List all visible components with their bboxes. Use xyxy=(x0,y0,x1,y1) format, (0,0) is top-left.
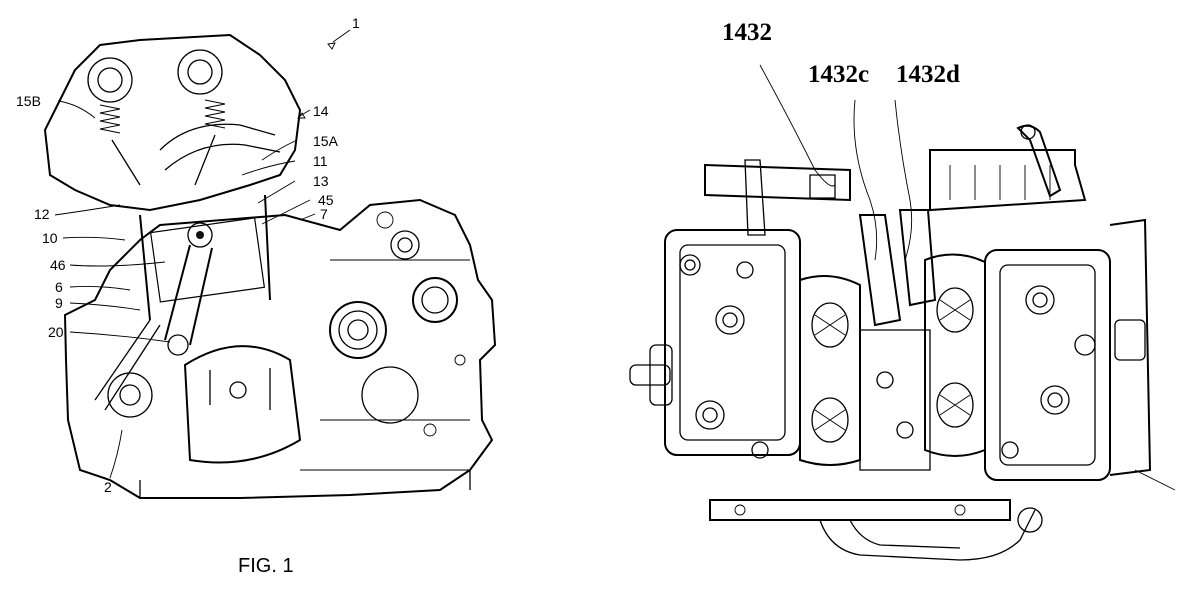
manifold-assembly-drawing xyxy=(629,124,1176,561)
label-2: 2 xyxy=(104,479,112,495)
right-leader-lines xyxy=(759,64,913,261)
ref-numeral-1: 1 xyxy=(352,15,360,31)
label-15b: 15B xyxy=(16,93,41,109)
label-20: 20 xyxy=(48,324,64,340)
label-6: 6 xyxy=(55,279,63,295)
label-45: 45 xyxy=(318,192,334,208)
label-15a: 15A xyxy=(313,133,339,149)
left-leader-lines xyxy=(54,29,351,479)
label-11: 11 xyxy=(313,153,328,169)
label-1432: 1432 xyxy=(722,19,772,46)
label-10: 10 xyxy=(42,230,58,246)
figure-caption: FIG. 1 xyxy=(238,555,294,577)
label-13: 13 xyxy=(313,173,329,189)
label-14: 14 xyxy=(313,103,329,119)
label-12: 12 xyxy=(34,206,50,222)
label-1432d: 1432d xyxy=(896,61,960,88)
label-7: 7 xyxy=(320,206,328,222)
engine-cross-section-drawing xyxy=(43,33,497,499)
label-1432c: 1432c xyxy=(808,61,869,88)
label-46: 46 xyxy=(50,257,66,273)
label-9: 9 xyxy=(55,295,63,311)
